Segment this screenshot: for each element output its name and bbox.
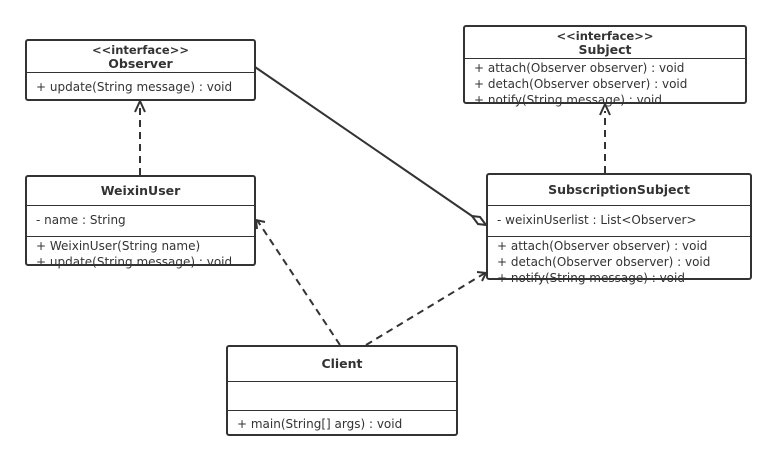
realization-arrowhead-subject — [599, 101, 611, 116]
attributes-section — [228, 382, 456, 411]
dependency-line-subscription — [365, 272, 486, 346]
method: + WeixinUser(String name) — [36, 239, 201, 253]
method: + notify(String message) : void — [474, 93, 662, 107]
method: + update(String message) : void — [36, 80, 233, 94]
class-subject[interactable]: <<interface>> Subject + attach(Observer … — [463, 25, 747, 107]
attribute: - weixinUserlist : List<Observer> — [497, 213, 697, 227]
attribute: - name : String — [36, 213, 126, 227]
dependency-line-weixinuser — [256, 219, 341, 346]
method: + notify(String message) : void — [497, 271, 685, 285]
method: + detach(Observer observer) : void — [474, 77, 688, 91]
stereotype-label: <<interface>> — [91, 42, 190, 57]
realization-arrowhead-observer — [134, 98, 146, 113]
class-name: Client — [321, 356, 363, 371]
class-weixinuser[interactable]: WeixinUser - name : String + WeixinUser(… — [25, 175, 256, 269]
aggregation-diamond — [469, 214, 489, 227]
dependency-arrowhead-subscription — [476, 271, 488, 282]
method: + update(String message) : void — [36, 255, 233, 269]
stereotype-label: <<interface>> — [556, 28, 654, 43]
method: + detach(Observer observer) : void — [497, 255, 711, 269]
class-name: Observer — [108, 55, 173, 71]
method: + attach(Observer observer) : void — [474, 61, 685, 75]
class-subscriptionsubject[interactable]: SubscriptionSubject - weixinUserlist : L… — [486, 173, 752, 285]
method: + main(String[] args) : void — [237, 417, 403, 431]
class-client[interactable]: Client + main(String[] args) : void — [226, 345, 458, 436]
aggregation-line — [254, 66, 473, 217]
class-name: SubscriptionSubject — [548, 182, 690, 197]
class-name: WeixinUser — [100, 183, 181, 198]
class-observer[interactable]: <<interface>> Observer + update(String m… — [25, 39, 256, 101]
dependency-arrowhead-weixinuser — [254, 218, 266, 230]
method: + attach(Observer observer) : void — [497, 239, 708, 253]
class-name: Subject — [578, 41, 632, 57]
